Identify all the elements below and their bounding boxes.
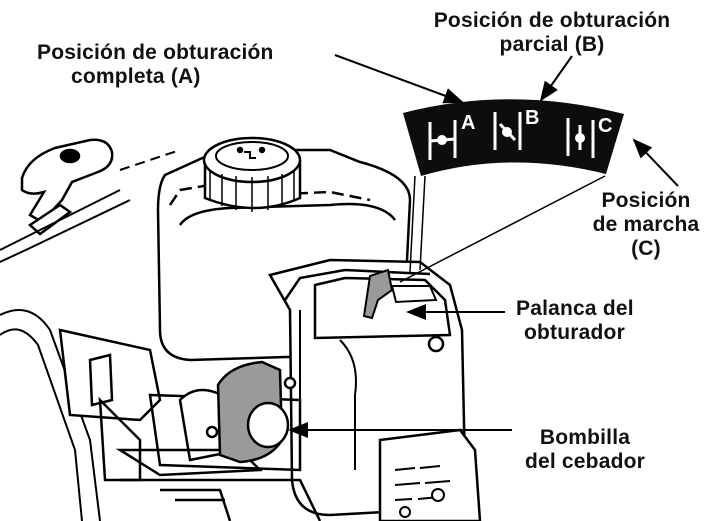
frame-lines (0, 149, 181, 521)
label-partial-choke: Posición de obturación parcial (B) (423, 9, 681, 57)
label-choke-lever-line1: Palanca del (516, 297, 634, 320)
arrow-run-position (632, 138, 679, 187)
label-run-position-line3: (C) (631, 237, 661, 260)
label-primer-bulb-line1: Bombilla (539, 426, 631, 449)
arrow-full-choke (334, 54, 464, 104)
label-run-position-line1: Posición (601, 189, 691, 212)
label-choke-lever: Palanca del obturador (512, 297, 634, 345)
fuel-cap (202, 136, 302, 212)
choke-lever (362, 268, 438, 320)
label-partial-choke-line2: parcial (B) (499, 33, 605, 56)
label-full-choke-line2: completa (A) (71, 65, 201, 88)
dial-letter-a: A (461, 112, 475, 134)
label-run-position-line2: de marcha (592, 213, 700, 236)
full-choke-symbol-icon (428, 120, 457, 160)
label-full-choke-line1: Posición de obturación (37, 41, 274, 64)
callout-arrows (288, 54, 679, 438)
dial-leader-lines (399, 175, 606, 283)
label-run-position: Posición de marcha (C) (587, 189, 705, 261)
label-primer-bulb: Bombilla del cebador (505, 426, 665, 474)
dial-letter-b: B (525, 107, 539, 129)
label-primer-bulb-line2: del cebador (524, 450, 646, 473)
primer-bulb-assembly (205, 360, 297, 464)
t-handle (20, 138, 114, 236)
label-full-choke: Posición de obturación completa (A) (37, 41, 274, 89)
dial-letter-c: C (598, 115, 612, 137)
partial-choke-symbol-icon (493, 112, 522, 150)
arrow-partial-choke (539, 55, 573, 102)
label-partial-choke-line1: Posición de obturación (433, 9, 671, 32)
run-position-symbol-icon (566, 118, 595, 158)
label-choke-lever-line2: obturador (524, 321, 625, 344)
choke-dial-decal: A B C (403, 99, 624, 176)
muffler (378, 428, 482, 521)
